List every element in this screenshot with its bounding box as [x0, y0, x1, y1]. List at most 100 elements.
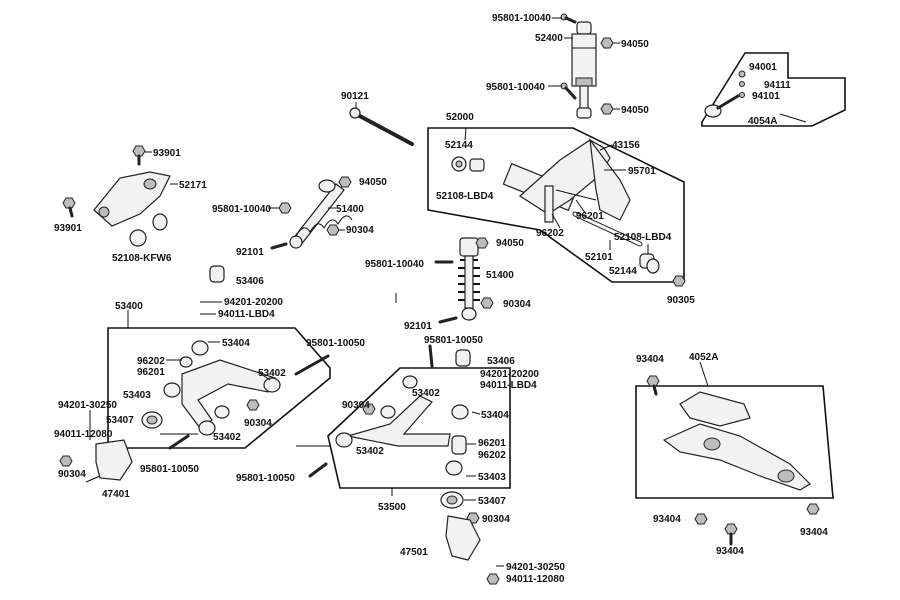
- engine-mount-assembly: [662, 391, 811, 491]
- part-label: 53404: [222, 338, 250, 349]
- part-label: 92101: [236, 247, 264, 258]
- part-label: 4054A: [748, 116, 777, 127]
- frame-bracket: [93, 171, 171, 247]
- bushing-icon: [455, 349, 471, 367]
- part-label: 53402: [213, 432, 241, 443]
- part-label: 95801-10050: [140, 464, 199, 475]
- part-label: 53500: [378, 502, 406, 513]
- part-label: 92101: [404, 321, 432, 332]
- part-label: 93404: [716, 546, 744, 557]
- part-labels: 95801-10040 52400 94050 95801-10040 9405…: [54, 13, 828, 585]
- part-label: 94011-12080: [506, 574, 565, 585]
- bolt-icon: [694, 513, 708, 525]
- knuckle: [445, 515, 481, 561]
- bolt-icon: [646, 375, 660, 396]
- part-label: 96201: [576, 211, 604, 222]
- seal-ring: [141, 411, 163, 429]
- bolt-icon: [438, 316, 458, 324]
- nut-icon: [59, 455, 73, 467]
- part-label: 94050: [621, 105, 649, 116]
- swingarm-group-outline: [427, 127, 685, 283]
- part-label: 96201: [478, 438, 506, 449]
- part-label: 90304: [503, 299, 531, 310]
- pivot-bolt: [349, 107, 414, 146]
- bolt-icon: [806, 503, 820, 515]
- part-label: 52400: [535, 33, 563, 44]
- part-label: 47401: [102, 489, 130, 500]
- right-arm-group-outline: [327, 367, 511, 489]
- part-label: 52144: [445, 140, 473, 151]
- part-label: 53407: [478, 496, 506, 507]
- part-label: 93404: [636, 354, 664, 365]
- part-label: 94050: [621, 39, 649, 50]
- part-label: 95801-10050: [306, 338, 365, 349]
- part-label: 95801-10040: [486, 82, 545, 93]
- part-label: 94201-30250: [506, 562, 565, 573]
- part-label: 95801-10040: [365, 259, 424, 270]
- part-label: 96202: [137, 356, 165, 367]
- part-label: 96202: [536, 228, 564, 239]
- chain-adjuster: [704, 70, 746, 118]
- part-label: 53400: [115, 301, 143, 312]
- part-label: 95801-10040: [492, 13, 551, 24]
- part-label: 90304: [346, 225, 374, 236]
- part-label: 93901: [153, 148, 181, 159]
- nut-icon: [486, 573, 500, 585]
- lower-right-control-arm: [335, 375, 469, 476]
- part-label: 51400: [336, 204, 364, 215]
- leader-line: [464, 127, 467, 141]
- part-label: 94011-LBD4: [480, 380, 537, 391]
- part-label: 53406: [487, 356, 515, 367]
- part-label: 94201-20200: [480, 369, 539, 380]
- leader-lines: [85, 17, 807, 567]
- part-label: 93404: [800, 527, 828, 538]
- part-label: 52000: [446, 112, 474, 123]
- part-label: 96201: [137, 367, 165, 378]
- part-label: 52108-LBD4: [614, 232, 672, 243]
- part-label: 95701: [628, 166, 656, 177]
- part-label: 94201-30250: [58, 400, 117, 411]
- nut-icon: [600, 103, 614, 115]
- bolt-icon: [560, 82, 577, 100]
- swingarm: [502, 137, 631, 223]
- part-label: 52108-KFW6: [112, 253, 172, 264]
- part-label: 52101: [585, 252, 613, 263]
- front-right-shock-absorber: [458, 237, 480, 321]
- axle-rod: [572, 211, 643, 247]
- bolt-icon: [132, 145, 146, 166]
- bolt-icon: [428, 344, 434, 368]
- bushing-icon: [209, 265, 225, 283]
- bolt-icon: [724, 523, 738, 546]
- part-label: 53402: [412, 388, 440, 399]
- mount-group-outline: [635, 385, 834, 499]
- part-label: 93404: [653, 514, 681, 525]
- part-label: 53402: [258, 368, 286, 379]
- bolt-icon: [560, 13, 577, 24]
- bolt-icon: [270, 242, 288, 250]
- rear-shock-absorber: [571, 21, 597, 119]
- bolt-icon: [278, 202, 292, 214]
- part-label: 90304: [244, 418, 272, 429]
- part-label: 94011-12080: [54, 429, 113, 440]
- part-label: 52144: [609, 266, 637, 277]
- nut-icon: [362, 403, 376, 415]
- nut-icon: [480, 297, 494, 309]
- bushing-icon: [639, 253, 660, 274]
- nut-icon: [672, 275, 686, 287]
- nut-icon: [600, 37, 614, 49]
- part-label: 94011-LBD4: [218, 309, 275, 320]
- part-label: 90304: [342, 400, 370, 411]
- part-label: 94101: [752, 91, 780, 102]
- part-label: 94201-20200: [224, 297, 283, 308]
- bolt-icon: [62, 197, 76, 218]
- front-left-shock-absorber: [289, 179, 353, 249]
- nut-icon: [246, 399, 260, 411]
- part-label: 53407: [106, 415, 134, 426]
- bolt-icon: [168, 434, 190, 450]
- part-label: 94001: [749, 62, 777, 73]
- part-label: 90305: [667, 295, 695, 306]
- part-label: 96202: [478, 450, 506, 461]
- part-label: 94050: [359, 177, 387, 188]
